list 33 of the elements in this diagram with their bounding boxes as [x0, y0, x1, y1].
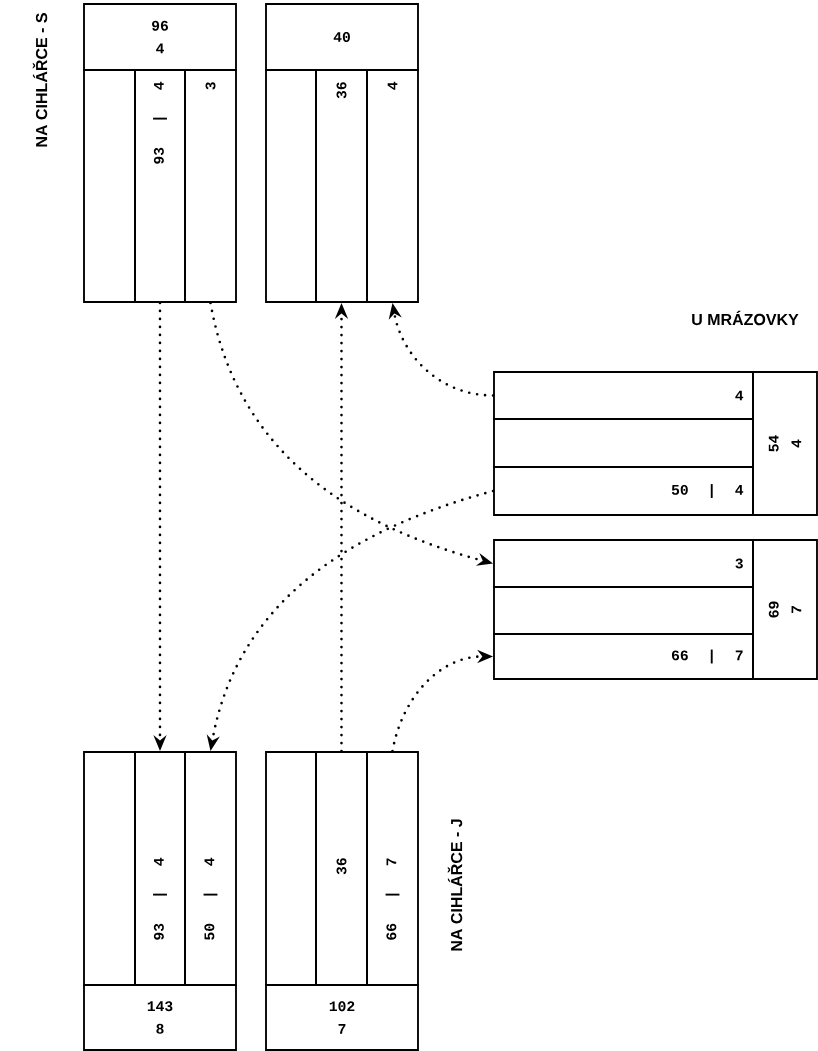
lane-cell: 36: [315, 751, 368, 986]
lane-cell: [83, 751, 136, 986]
lane-cell: 50 | 4: [184, 751, 237, 986]
lane-cell: 66 | 7: [493, 633, 754, 680]
arrow: [206, 489, 495, 752]
lane-cell: 3: [184, 69, 237, 303]
header-cell: 96 4: [83, 3, 237, 71]
lane-cell: 93 | 4: [134, 69, 186, 303]
lane-cell: [83, 69, 136, 303]
lane-cell: 4: [366, 69, 419, 303]
header-cell: 40: [265, 3, 419, 71]
header-cell: 69 7: [752, 539, 818, 680]
lane-cell: 93 | 4: [134, 751, 186, 986]
lane-cell: 3: [493, 539, 754, 588]
arrow: [334, 302, 349, 753]
header-cell: 54 4: [752, 371, 818, 516]
lane-cell: [493, 418, 754, 468]
lane-cell: 66 | 7: [366, 751, 419, 986]
arrow: [388, 302, 495, 397]
road-name: NA CIHLÁŘCE - S: [32, 13, 48, 147]
arrow: [209, 301, 494, 566]
lane-cell: 4: [493, 371, 754, 420]
lane-cell: [265, 69, 317, 303]
road-name: NA CIHLÁŘCE - J: [447, 819, 463, 951]
lane-cell: [493, 586, 754, 635]
lane-cell: [265, 751, 317, 986]
road-name: U MRÁZOVKY: [692, 310, 799, 326]
footer-cell: 102 7: [265, 984, 419, 1051]
lane-cell: 36: [315, 69, 368, 303]
arrow: [391, 649, 494, 753]
footer-cell: 143 8: [83, 984, 237, 1051]
lane-cell: 50 | 4: [493, 466, 754, 516]
arrow: [153, 301, 167, 752]
